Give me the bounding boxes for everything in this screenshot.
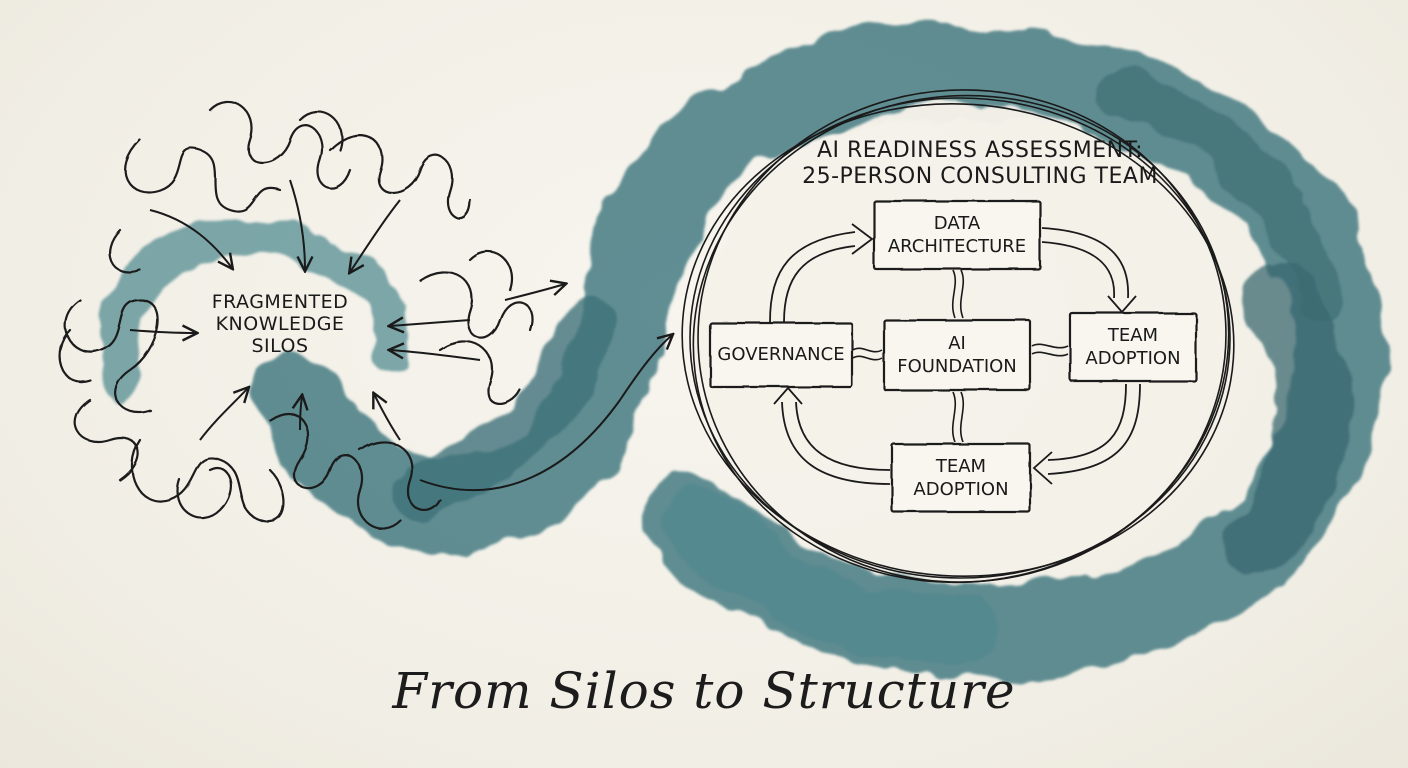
caption: From Silos to Structure: [392, 662, 1016, 720]
node-team-adoption-right: TEAM ADOPTION: [1085, 324, 1181, 369]
connectors: [852, 269, 1069, 443]
cycle-arrows: [769, 223, 1141, 485]
outgoing-arrows: [419, 284, 672, 491]
framework-boxes: [708, 199, 1198, 514]
watercolor-swoosh: [97, 24, 1384, 679]
node-governance: GOVERNANCE: [717, 344, 845, 366]
node-team-adoption-bottom: TEAM ADOPTION: [913, 455, 1009, 500]
silo-label: FRAGMENTED KNOWLEDGE SILOS: [211, 291, 349, 357]
node-ai-foundation: AI FOUNDATION: [897, 332, 1017, 377]
framework-title: AI READINESS ASSESSMENT: 25-PERSON CONSU…: [802, 138, 1158, 190]
framework-circle: [681, 89, 1235, 584]
squiggle-cluster: [58, 100, 533, 530]
node-data-architecture: DATA ARCHITECTURE: [887, 212, 1027, 257]
inward-arrows: [129, 179, 481, 441]
